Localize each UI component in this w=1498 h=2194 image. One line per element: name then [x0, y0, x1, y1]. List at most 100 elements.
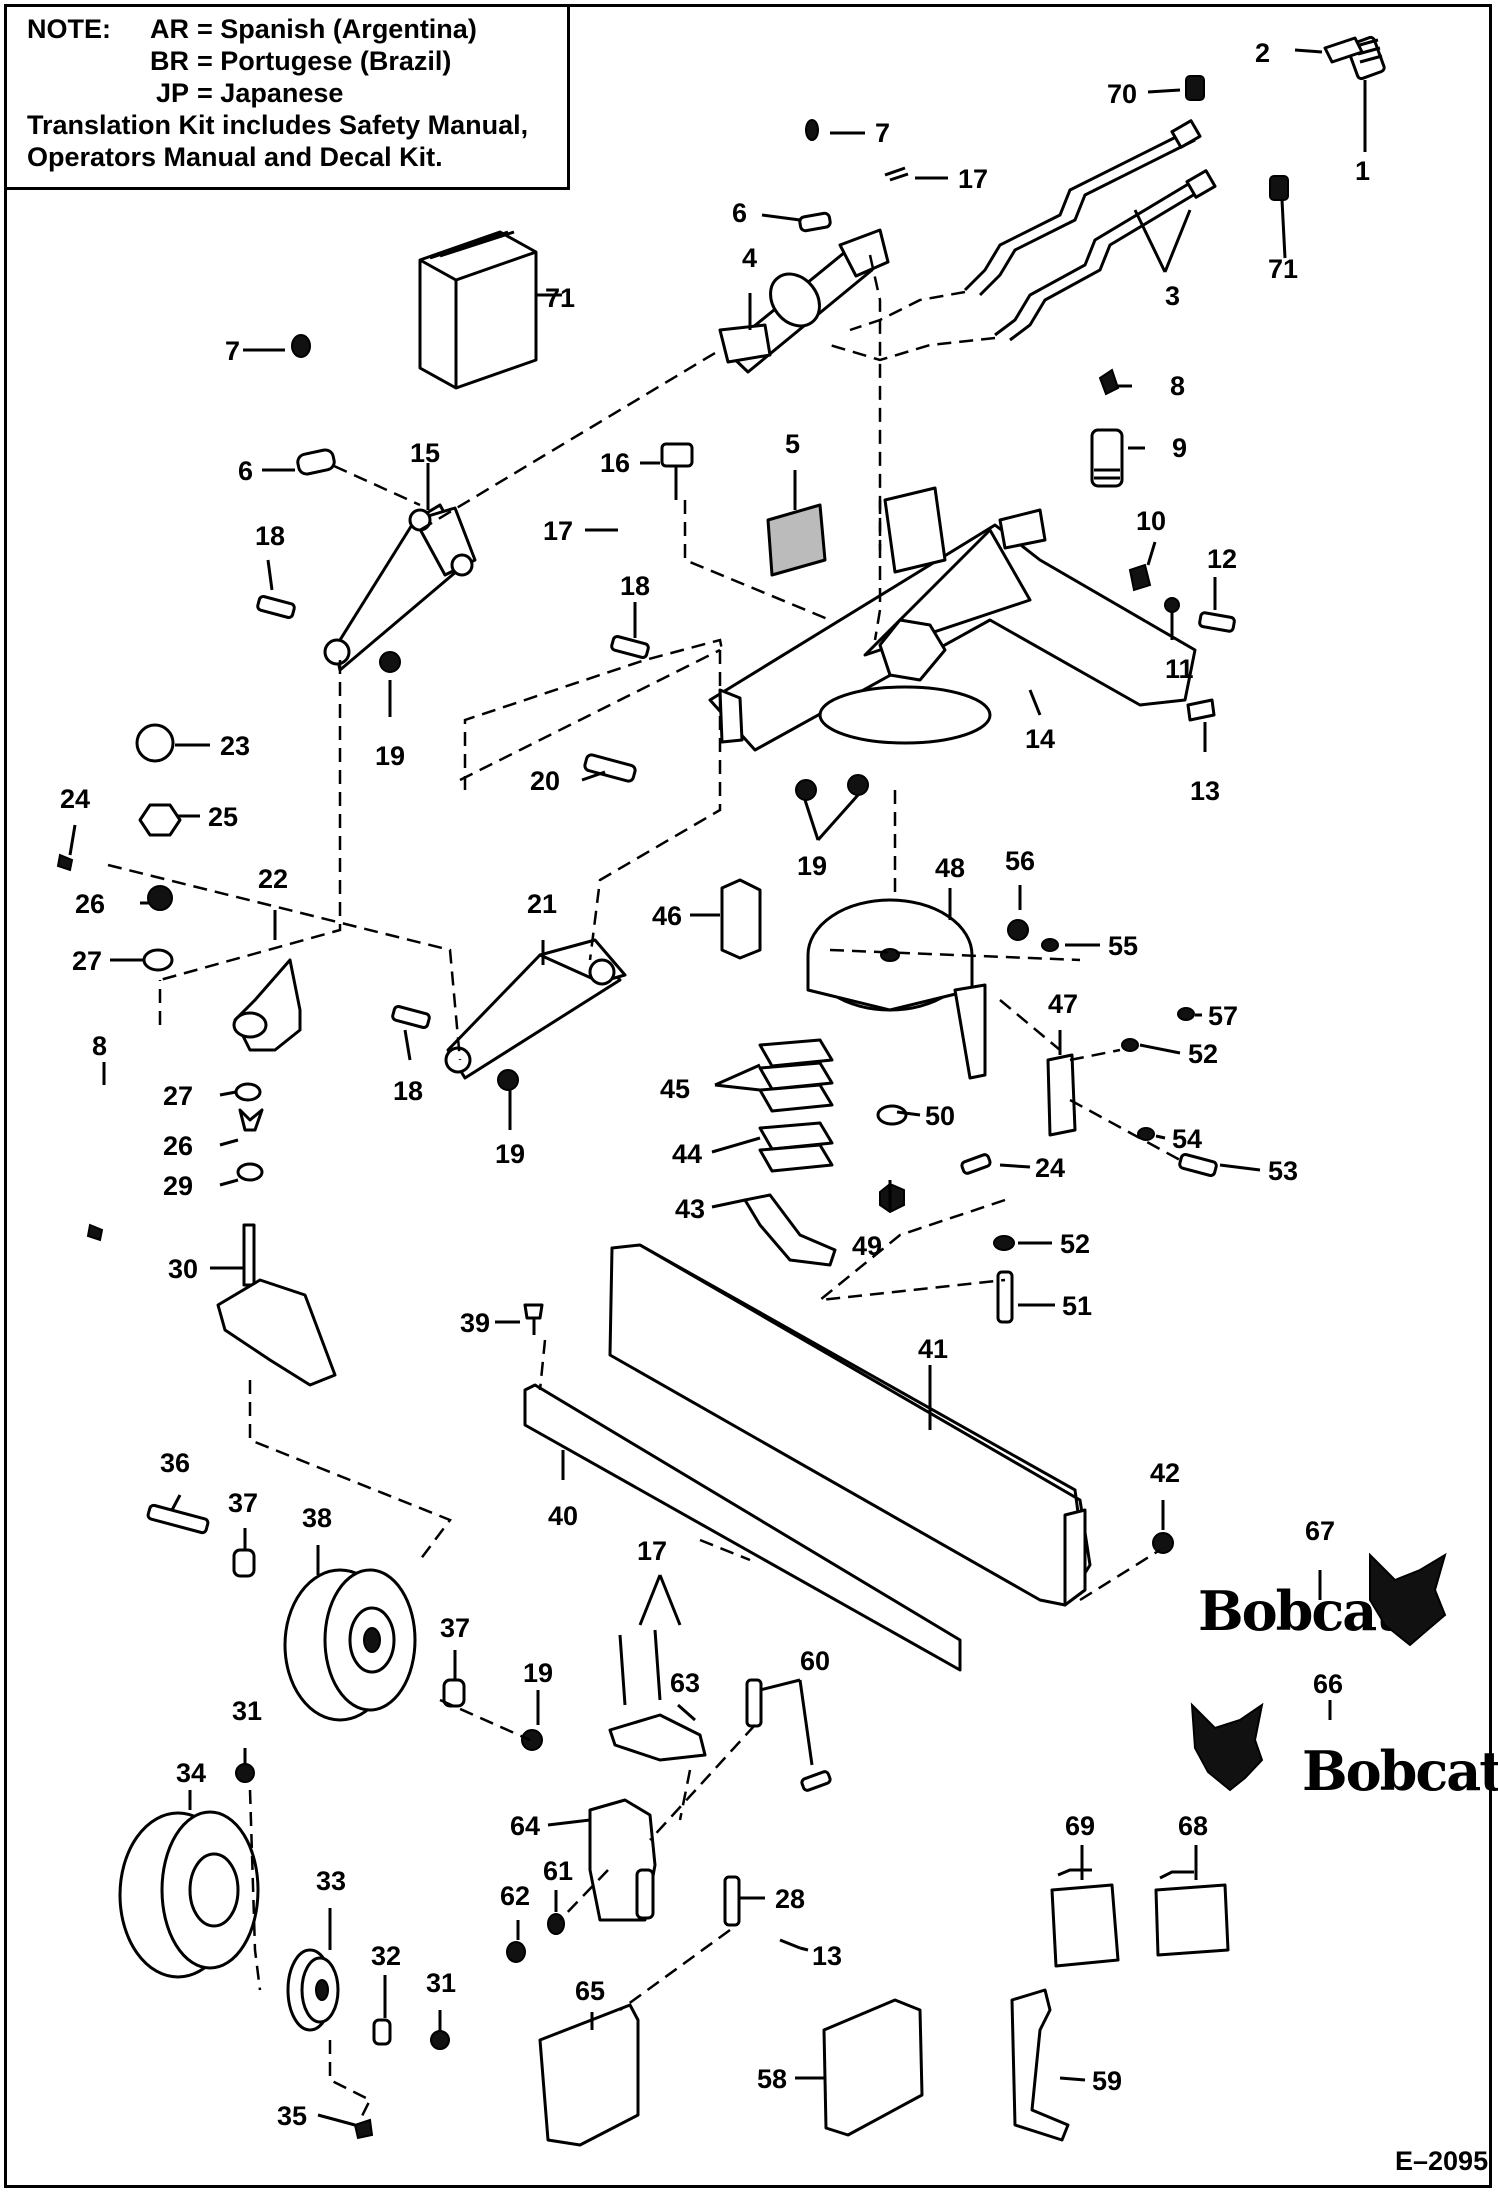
callout-3: 3 — [1165, 281, 1180, 311]
callout-29: 29 — [163, 1171, 193, 1201]
nut-19-upper-left — [379, 651, 401, 673]
note-code-jp: JP — [155, 78, 189, 108]
callout-17-frame: 17 — [543, 516, 573, 546]
cap-70 — [1185, 75, 1205, 101]
hub-33 — [286, 1948, 340, 2032]
callout-40: 40 — [548, 1501, 578, 1531]
callout-45: 45 — [660, 1074, 690, 1104]
callout-19-frame: 19 — [797, 851, 827, 881]
callout-60: 60 — [800, 1646, 830, 1676]
nut-19-lower — [497, 1069, 519, 1091]
callout-31-top: 31 — [232, 1696, 262, 1726]
link-arm-21 — [444, 938, 627, 1080]
note-eq-ar: = — [197, 14, 213, 44]
note-language-br: Portugese (Brazil) — [220, 46, 452, 76]
bobcat-logo-66: Bobcat — [1190, 1702, 1498, 1803]
note-line-jp: JP= Japanese — [27, 77, 567, 109]
callout-6-left: 6 — [238, 456, 253, 486]
callout-numbers: 1 2 3 4 5 6 6 7 7 8 8 9 10 11 12 13 13 1… — [60, 38, 1370, 2131]
callout-63: 63 — [670, 1668, 700, 1698]
callout-19-wheel: 19 — [523, 1658, 553, 1688]
callout-6-cylinder: 6 — [732, 198, 747, 228]
callout-37-left: 37 — [228, 1488, 258, 1518]
hydraulic-hose-assembly — [829, 119, 1217, 362]
callout-52-upper: 52 — [1188, 1039, 1218, 1069]
logo-67-wordmark: Bobcat — [1198, 1579, 1400, 1643]
callout-52-lower: 52 — [1060, 1229, 1090, 1259]
callout-62: 62 — [500, 1881, 530, 1911]
callout-5: 5 — [785, 429, 800, 459]
cutting-edge-40 — [523, 1383, 962, 1672]
wheel-38 — [283, 1568, 417, 1722]
stand-bracket-63 — [608, 1629, 707, 1762]
callout-1: 1 — [1355, 156, 1370, 186]
stand-plate-58 — [822, 1998, 924, 2137]
callout-22: 22 — [258, 864, 288, 894]
callout-54: 54 — [1172, 1124, 1202, 1154]
note-heading: NOTE: — [27, 14, 111, 44]
callout-61: 61 — [543, 1856, 573, 1886]
callout-leaders — [68, 48, 1367, 2127]
callout-21: 21 — [527, 889, 557, 919]
callout-67: 67 — [1305, 1516, 1335, 1546]
callout-2: 2 — [1255, 38, 1270, 68]
callout-49: 49 — [852, 1231, 882, 1261]
callout-15: 15 — [410, 438, 440, 468]
bracket-46 — [720, 878, 762, 960]
callout-68: 68 — [1178, 1811, 1208, 1841]
callout-20: 20 — [530, 766, 560, 796]
decal-68 — [1154, 1870, 1230, 1957]
callout-71-right: 71 — [1268, 254, 1298, 284]
callout-48: 48 — [935, 853, 965, 883]
callout-64: 64 — [510, 1811, 540, 1841]
callout-25: 25 — [208, 802, 238, 832]
bobcat-logo-67: Bobcat — [1198, 1552, 1447, 1647]
callout-28: 28 — [775, 1884, 805, 1914]
logo-66-wordmark: Bobcat — [1302, 1739, 1498, 1803]
callout-23: 23 — [220, 731, 250, 761]
callout-18-frame: 18 — [620, 571, 650, 601]
plug-71-right — [1269, 175, 1289, 201]
note-kit-line-1: Translation Kit includes Safety Manual, — [27, 110, 529, 140]
assembly-dash-lines — [107, 254, 1181, 2121]
bolt-20 — [583, 753, 637, 783]
callout-55: 55 — [1108, 931, 1138, 961]
callout-11: 11 — [1165, 654, 1194, 684]
callout-32: 32 — [371, 1941, 401, 1971]
bolt-18-lower — [391, 1004, 431, 1030]
shim-stack-45 — [758, 1038, 834, 1113]
diagram-border — [4, 4, 1492, 2188]
note-line-ar: NOTE: AR = Spanish (Argentina) — [27, 13, 567, 45]
callout-24-right: 24 — [1035, 1153, 1065, 1183]
bolt-18-frame — [610, 634, 650, 660]
pivot-plate-48 — [806, 898, 987, 1080]
fitting-2 — [1323, 36, 1364, 64]
callout-43: 43 — [675, 1194, 705, 1224]
stand-hinge-64 — [588, 1798, 657, 1922]
callout-57: 57 — [1208, 1001, 1238, 1031]
caster-assembly-left — [56, 723, 337, 1387]
carriage-bolt-39 — [523, 1303, 544, 1335]
callout-44: 44 — [672, 1139, 702, 1169]
callout-13-stand: 13 — [812, 1941, 842, 1971]
plug-13-frame — [1186, 698, 1216, 722]
nut-42 — [1152, 1532, 1174, 1554]
main-frame-14 — [708, 486, 1197, 752]
hydraulic-cylinder — [718, 119, 909, 374]
note-language-ar: Spanish (Argentina) — [220, 14, 477, 44]
bolt-36-spacers-37 — [146, 1503, 543, 1751]
callout-35: 35 — [277, 2101, 307, 2131]
callout-41: 41 — [918, 1334, 948, 1364]
callout-19-lower: 19 — [495, 1139, 525, 1169]
callout-16: 16 — [600, 448, 630, 478]
callout-50: 50 — [925, 1101, 955, 1131]
wheel-34 — [118, 1810, 260, 1979]
callout-56: 56 — [1005, 846, 1035, 876]
callout-18-upper: 18 — [255, 521, 285, 551]
callout-37-right: 37 — [440, 1613, 470, 1643]
callout-66: 66 — [1313, 1669, 1343, 1699]
callout-42: 42 — [1150, 1458, 1180, 1488]
note-code-ar: AR — [150, 14, 189, 44]
lock-pin-10-11-12 — [1128, 563, 1236, 633]
